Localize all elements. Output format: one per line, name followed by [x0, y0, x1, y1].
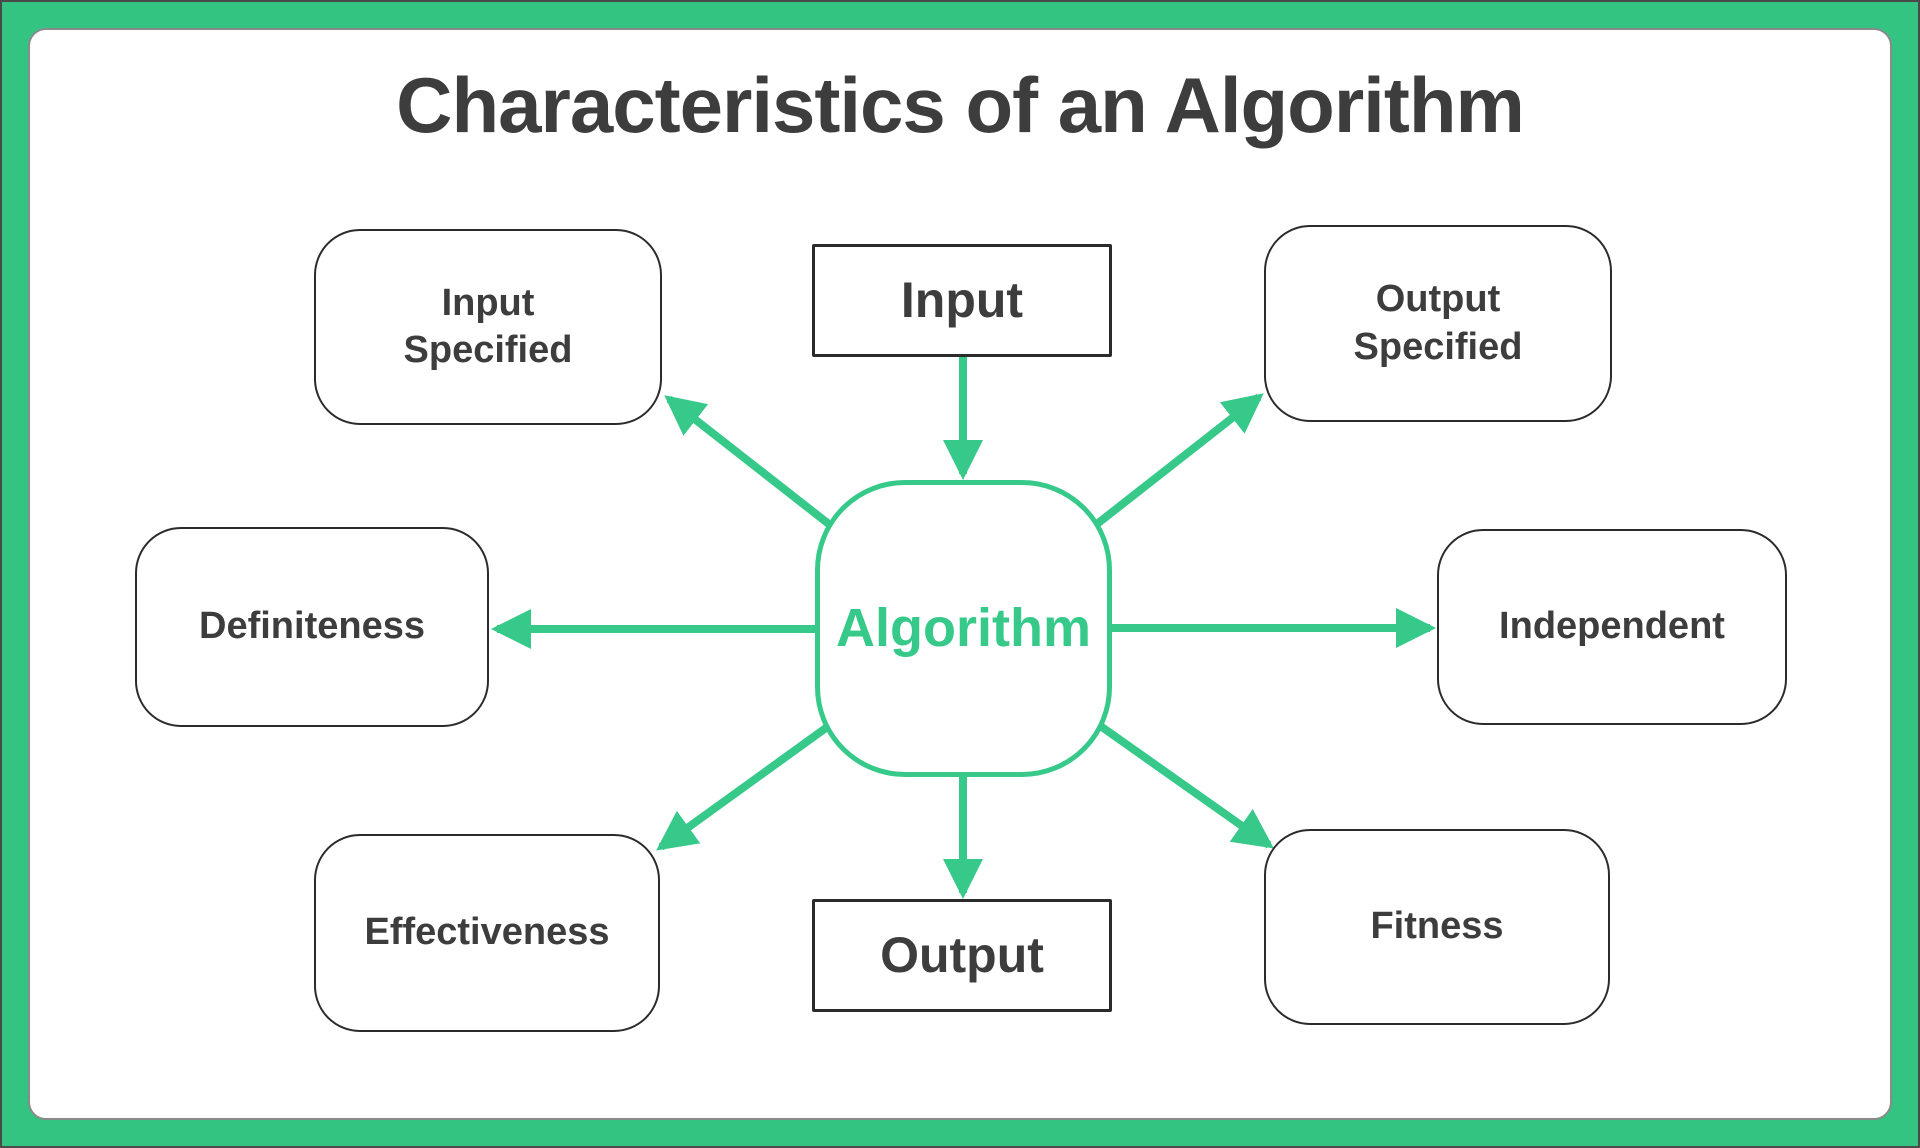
node-effectiveness: Effectiveness	[314, 834, 660, 1032]
node-definiteness: Definiteness	[135, 527, 489, 727]
node-output-specified: Output Specified	[1264, 225, 1612, 422]
node-independent: Independent	[1437, 529, 1787, 725]
node-algorithm-label: Algorithm	[836, 597, 1091, 658]
node-effectiveness-label: Effectiveness	[364, 911, 610, 954]
node-output-label: Output	[880, 927, 1044, 984]
node-input-specified: Input Specified	[314, 229, 662, 425]
node-definiteness-label: Definiteness	[199, 605, 425, 648]
node-input-specified-line1: Input	[441, 281, 535, 324]
node-output-specified-line1: Output	[1375, 278, 1501, 320]
node-input-specified-line2: Specified	[403, 329, 573, 371]
node-output-specified-line2: Specified	[1353, 325, 1523, 368]
diagram-title: Characteristics of an Algorithm	[396, 61, 1525, 149]
node-input-label: Input	[900, 272, 1024, 329]
node-output: Output	[812, 899, 1112, 1012]
node-fitness-label: Fitness	[1370, 905, 1504, 948]
node-algorithm: Algorithm	[815, 480, 1112, 777]
node-fitness: Fitness	[1264, 829, 1610, 1025]
node-input: Input	[812, 244, 1112, 357]
node-independent-label: Independent	[1499, 605, 1725, 648]
